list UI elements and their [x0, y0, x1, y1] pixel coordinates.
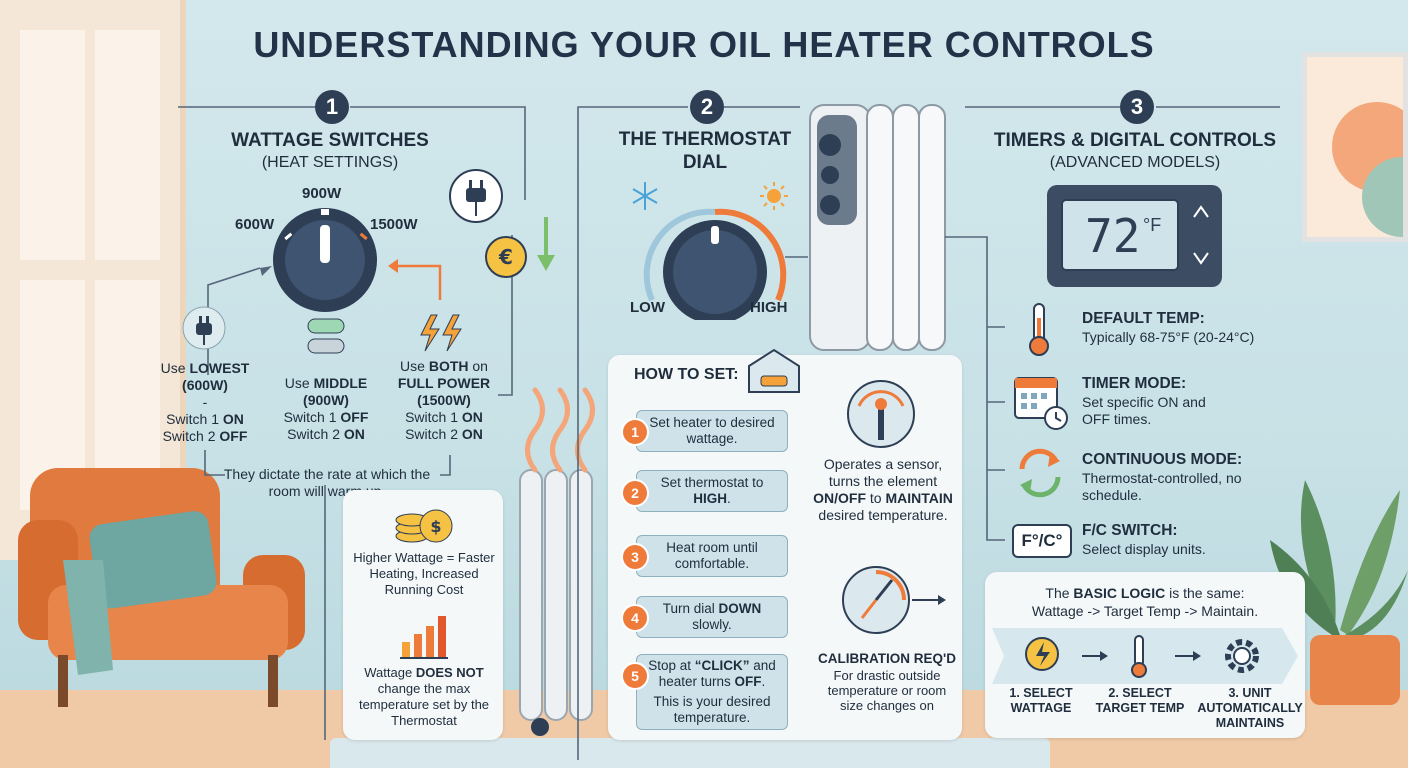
svg-text:€: €: [498, 245, 513, 269]
feature-continuous-mode-text: Thermostat-controlled, no schedule.: [1082, 470, 1242, 503]
section-1-number: 1: [315, 90, 349, 124]
basic-logic-line-1: The BASIC LOGIC is the same:: [1045, 585, 1245, 601]
oil-heater-illustration: [809, 104, 946, 351]
cost-note: Higher Wattage = Faster Heating, Increas…: [353, 550, 495, 597]
thermometer-icon: [1029, 303, 1049, 356]
how-to-step-4: Turn dial DOWN slowly.: [636, 596, 788, 638]
timers-title: TIMERS & DIGITAL CONTROLS: [993, 130, 1277, 151]
armchair-illustration: [18, 468, 305, 707]
how-to-step-5: Stop at “CLICK” and heater turns OFF. Th…: [636, 654, 788, 730]
calibration-text: For drastic outside temperature or room …: [827, 668, 947, 713]
thermostat-display: 72 °F: [1061, 199, 1179, 271]
dial-low-label: LOW: [630, 299, 665, 316]
green-arrow-icon: [537, 217, 555, 271]
euro-coin-icon: €: [485, 236, 527, 278]
feature-fc-switch-title: F/C SWITCH:: [1082, 522, 1178, 539]
feature-default-temp-title: DEFAULT TEMP:: [1082, 310, 1205, 327]
bar-chart-icon: [400, 616, 448, 659]
dial-label-1500w: 1500W: [370, 216, 418, 233]
plant-illustration: [1270, 480, 1408, 705]
wattage-title: WATTAGE SWITCHES: [231, 130, 429, 151]
dial-high-label: HIGH: [750, 299, 788, 316]
how-to-step-3-number: 3: [621, 543, 649, 571]
calibration-title: CALIBRATION REQ'D: [818, 651, 956, 666]
how-to-step-4-number: 4: [621, 604, 649, 632]
coins-icon: $: [395, 509, 453, 543]
feature-default-temp-text: Typically 68-75°F (20-24°C): [1082, 329, 1255, 345]
snowflake-icon: [632, 182, 658, 210]
calibration-icon: [842, 566, 946, 634]
wattage-option-both: Use BOTH on FULL POWER (1500W) Switch 1 …: [397, 358, 491, 442]
sensor-gauge-icon: [847, 380, 915, 448]
background-window: [0, 0, 186, 560]
wattage-option-lowest: Use LOWEST (600W) - Switch 1 ON Switch 2…: [160, 360, 250, 444]
calendar-clock-icon: [1014, 377, 1068, 430]
feature-timer-mode-text: Set specific ON and OFF times.: [1082, 394, 1206, 427]
sensor-description: Operates a sensor, turns the element ON/…: [813, 456, 953, 523]
heat-waves: [525, 387, 595, 473]
logic-step-select-target-temp: 2. SELECT TARGET TEMP: [1095, 686, 1185, 715]
feature-fc-switch-text: Select display units.: [1082, 541, 1206, 557]
section-3-number: 3: [1120, 90, 1154, 124]
switch-toggle-icon: [307, 318, 345, 354]
timers-subtitle: (ADVANCED MODELS): [1049, 154, 1221, 171]
thermostat-dial[interactable]: [640, 200, 790, 320]
up-arrow-button[interactable]: [1192, 203, 1210, 221]
wattage-subtitle: (HEAT SETTINGS): [261, 154, 399, 171]
wattage-option-middle: Use MIDDLE (900W) Switch 1 OFF Switch 2 …: [283, 375, 369, 442]
down-arrow-button[interactable]: [1192, 249, 1210, 267]
how-to-set-title: HOW TO SET:: [634, 366, 739, 383]
thermostat-title: THE THERMOSTAT DIAL: [618, 129, 792, 173]
background-rug: [330, 738, 1050, 768]
room-icon: [748, 348, 800, 393]
logic-step-unit-maintains: 3. UNIT AUTOMATICALLY MAINTAINS: [1197, 686, 1303, 730]
how-to-step-1: Set heater to desired wattage.: [636, 410, 788, 452]
max-temp-note: Wattage DOES NOT change the max temperat…: [358, 665, 490, 728]
how-to-step-2-number: 2: [621, 479, 649, 507]
plug-icon: [182, 306, 226, 350]
feature-continuous-mode-title: CONTINUOUS MODE:: [1082, 451, 1243, 468]
wattage-dial[interactable]: [270, 205, 380, 315]
feature-timer-mode-title: TIMER MODE:: [1082, 375, 1187, 392]
logic-flow-band: [992, 628, 1298, 684]
logic-step-select-wattage: 1. SELECT WATTAGE: [1009, 686, 1073, 715]
display-unit: °F: [1143, 215, 1162, 235]
small-radiator-illustration: [519, 469, 593, 736]
section-2-number: 2: [690, 90, 724, 124]
how-to-step-1-number: 1: [621, 418, 649, 446]
cycle-arrows-icon: [1019, 448, 1061, 498]
svg-text:$: $: [430, 517, 441, 536]
page-title: UNDERSTANDING YOUR OIL HEATER CONTROLS: [253, 24, 1155, 65]
lightning-icon: [420, 314, 462, 352]
basic-logic-line-2: Wattage -> Target Temp -> Maintain.: [1031, 603, 1259, 619]
dial-label-900w: 900W: [302, 185, 342, 202]
wall-plug-icon: [449, 169, 503, 223]
display-temperature: 72: [1085, 209, 1141, 263]
how-to-step-5-number: 5: [621, 662, 649, 690]
fc-switch-icon: F°/C°: [1012, 524, 1072, 558]
digital-thermostat: 72 °F: [1047, 185, 1222, 287]
dial-label-600w: 600W: [235, 216, 275, 233]
how-to-step-2: Set thermostat to HIGH.: [636, 470, 788, 512]
wall-picture: [1302, 52, 1408, 242]
sun-icon: [760, 182, 788, 210]
how-to-step-3: Heat room until comfortable.: [636, 535, 788, 577]
